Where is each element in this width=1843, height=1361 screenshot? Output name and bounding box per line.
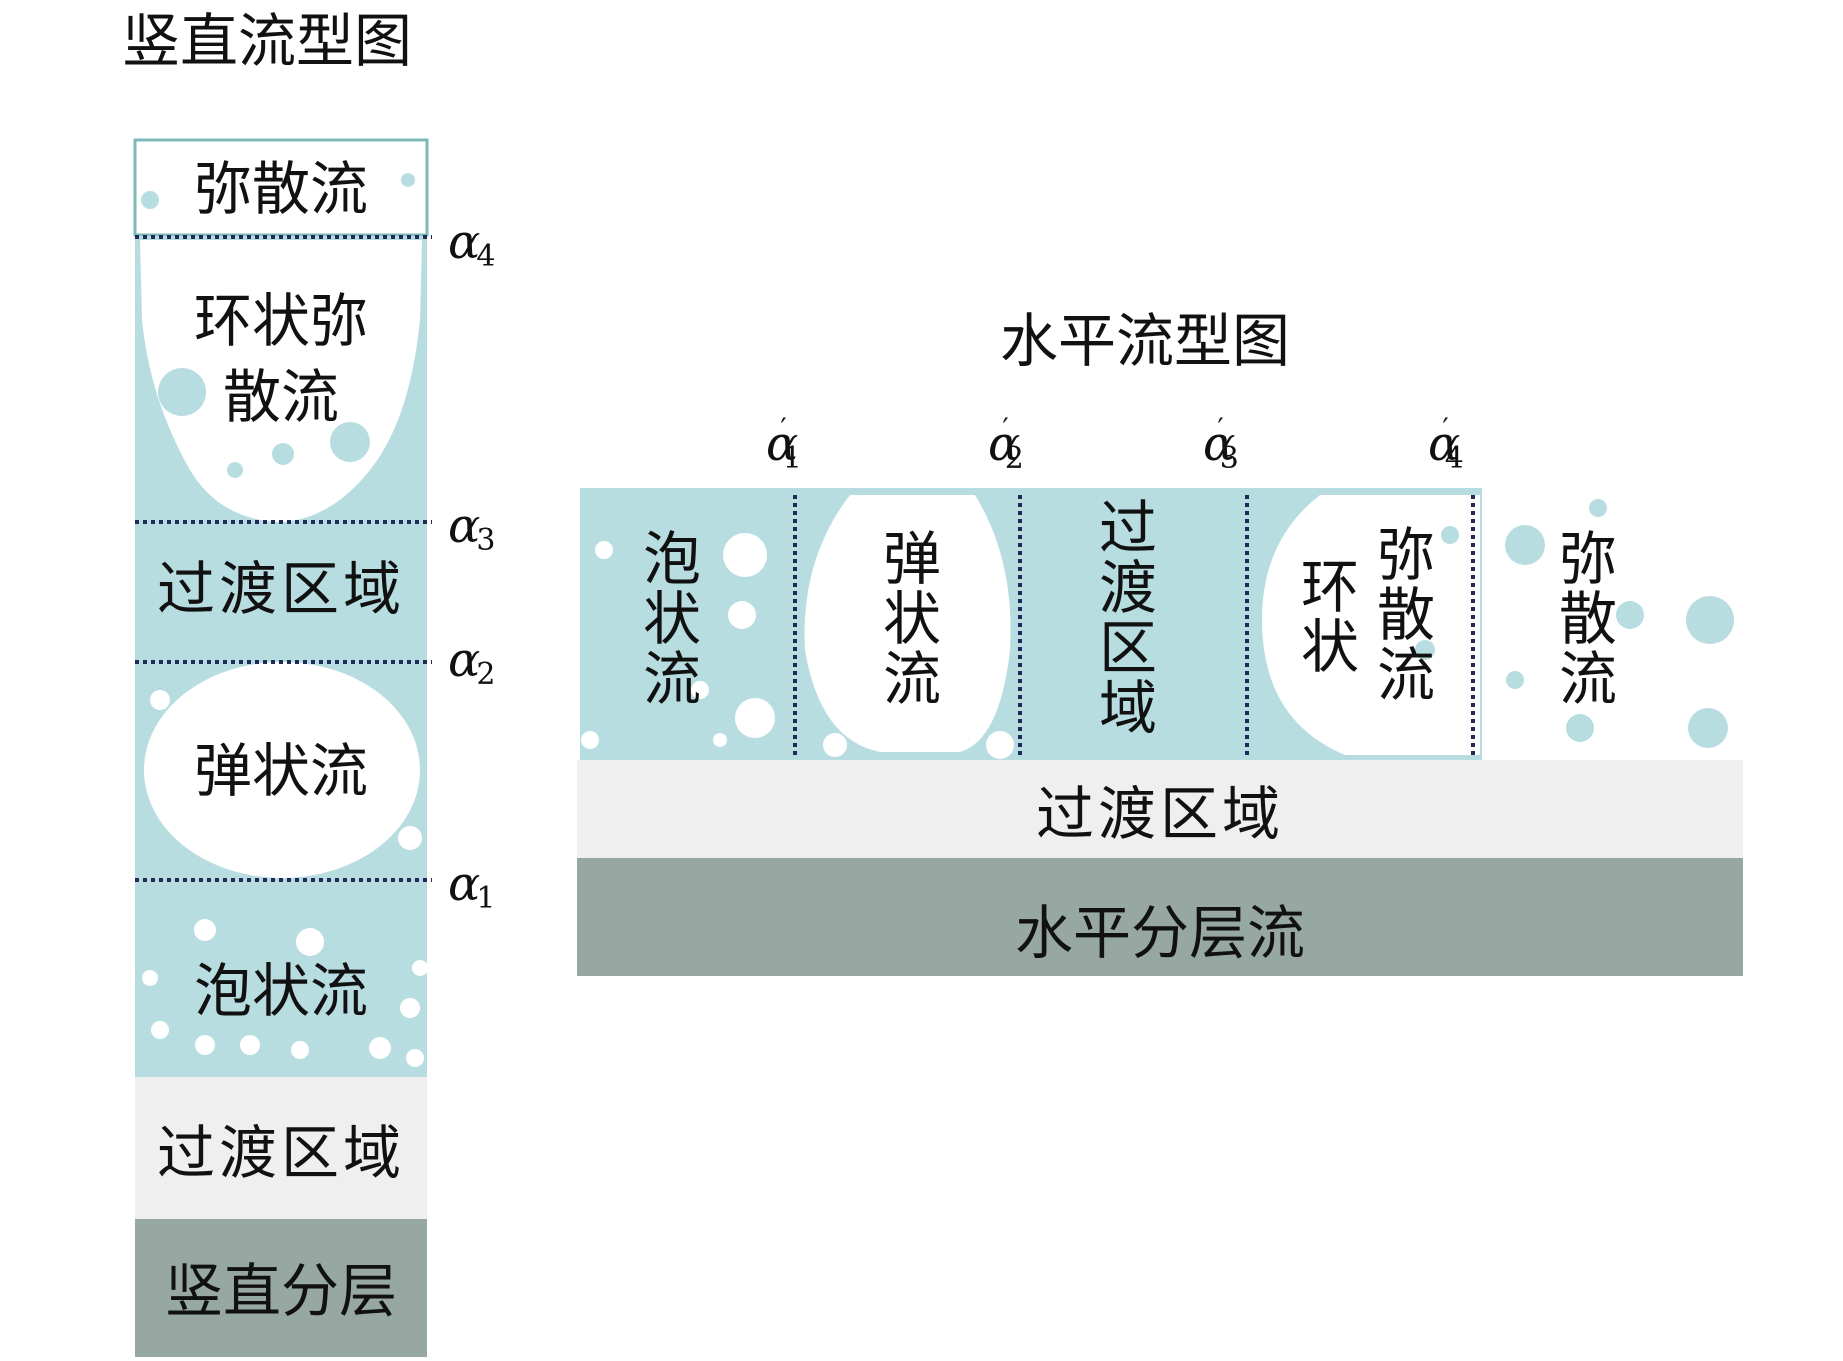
h-alpha3-label: α′3 xyxy=(1203,412,1239,476)
v-bubble xyxy=(369,1037,391,1059)
h-droplet xyxy=(1505,525,1545,565)
h-bubble xyxy=(735,698,775,738)
horizontal-diagram-title: 水平流型图 xyxy=(1000,307,1291,375)
v-bubble xyxy=(151,1021,169,1039)
h-slug-bubble xyxy=(804,495,1011,752)
v-bubble xyxy=(398,826,422,850)
h-stratified-band xyxy=(577,858,1743,976)
v-label-slug: 弹状流 xyxy=(193,737,368,805)
v-droplet xyxy=(227,462,243,478)
h-droplet xyxy=(1589,499,1607,517)
h-label-transition: 过渡区域 xyxy=(1088,497,1157,737)
h-label-annular: 环状 xyxy=(1290,556,1359,676)
h-label-annular-dispersed: 弥散流 xyxy=(1366,524,1435,704)
h-bubble xyxy=(723,533,767,577)
v-label-dispersed: 弥散流 xyxy=(193,155,368,223)
h-label-stratified: 水平分层流 xyxy=(1014,899,1305,967)
h-droplet xyxy=(1566,714,1594,742)
h-alpha2-label: α′2 xyxy=(988,412,1024,476)
v-label-transition-lower: 过渡区域 xyxy=(156,1119,405,1187)
h-bubble xyxy=(713,733,727,747)
h-annular-core xyxy=(1262,495,1480,755)
h-label-slug: 弹状流 xyxy=(872,528,941,708)
v-bubble xyxy=(296,928,324,956)
h-label-transition-lower: 过渡区域 xyxy=(1035,780,1284,848)
h-droplet xyxy=(1506,671,1524,689)
h-alpha4-label: α′4 xyxy=(1428,412,1464,476)
v-label-annular-dispersed-1: 环状弥 xyxy=(193,287,368,355)
v-bubble xyxy=(412,960,428,976)
vertical-diagram-title: 竖直流型图 xyxy=(122,7,413,75)
horizontal-column xyxy=(577,488,1743,976)
v-bubble xyxy=(195,1035,215,1055)
h-bubble xyxy=(823,733,847,757)
h-transition-band xyxy=(577,760,1743,858)
v-droplet xyxy=(272,443,294,465)
v-bubble xyxy=(240,1035,260,1055)
v-bubble xyxy=(142,970,158,986)
h-droplet xyxy=(1688,708,1728,748)
v-bubble xyxy=(150,690,170,710)
v-bubble xyxy=(406,1049,424,1067)
h-droplet xyxy=(1616,601,1644,629)
v-label-transition-upper: 过渡区域 xyxy=(156,555,405,623)
vertical-column xyxy=(133,138,432,1357)
v-slug-bubble xyxy=(144,662,420,878)
v-droplet xyxy=(401,173,415,187)
v-bubble xyxy=(194,919,216,941)
v-stratified-band xyxy=(135,1219,427,1357)
v-droplet xyxy=(330,422,370,462)
v-droplet xyxy=(158,368,206,416)
h-bubble xyxy=(986,731,1014,759)
h-alpha1-label: α′1 xyxy=(766,412,802,476)
h-droplet xyxy=(1415,640,1435,660)
v-alpha1-label: α1 xyxy=(448,856,496,916)
v-dispersed-region xyxy=(133,138,429,237)
h-bubble xyxy=(691,681,709,699)
v-alpha4-label: α4 xyxy=(448,214,496,274)
h-bubble xyxy=(595,541,613,559)
h-bubble xyxy=(728,601,756,629)
v-label-stratified: 竖直分层 xyxy=(164,1257,397,1325)
h-label-bubbly: 泡状流 xyxy=(632,528,701,708)
v-bubble xyxy=(291,1041,309,1059)
v-label-annular-dispersed-2: 散流 xyxy=(222,363,339,431)
v-alpha2-label: α2 xyxy=(448,632,496,692)
h-label-dispersed: 弥散流 xyxy=(1548,528,1617,708)
v-alpha3-label: α3 xyxy=(448,498,496,558)
v-bubble xyxy=(400,998,420,1018)
h-droplet xyxy=(1686,596,1734,644)
h-bubble xyxy=(581,731,599,749)
v-label-bubbly: 泡状流 xyxy=(193,957,368,1025)
h-droplet xyxy=(1441,526,1459,544)
v-droplet xyxy=(141,191,159,209)
v-transition-band xyxy=(135,1077,427,1219)
